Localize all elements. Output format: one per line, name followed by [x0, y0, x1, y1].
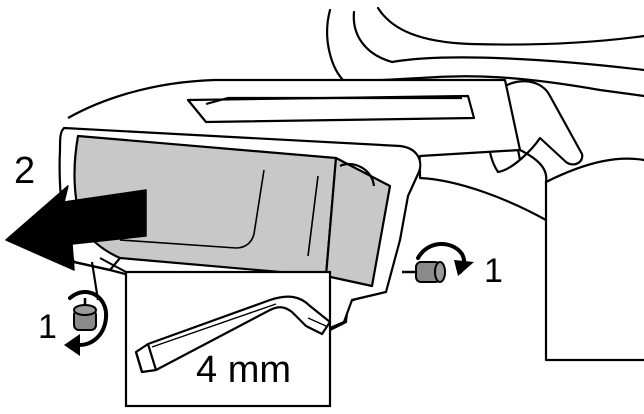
hex-key-size-label: 4 mm [196, 349, 291, 391]
hex-key-icon [134, 295, 332, 374]
step-number-loosen-left-screw: 1 [38, 308, 57, 346]
rotate-arrow-icon [64, 290, 109, 356]
screw-icon [73, 298, 97, 331]
screw-icon [402, 261, 446, 283]
step-number-remove-cover: 2 [14, 150, 36, 192]
removal-arrow-icon [5, 185, 147, 271]
machine-body [326, 6, 644, 362]
step-number-loosen-right-screw: 1 [484, 252, 503, 290]
rotate-arrow-icon [416, 242, 474, 276]
